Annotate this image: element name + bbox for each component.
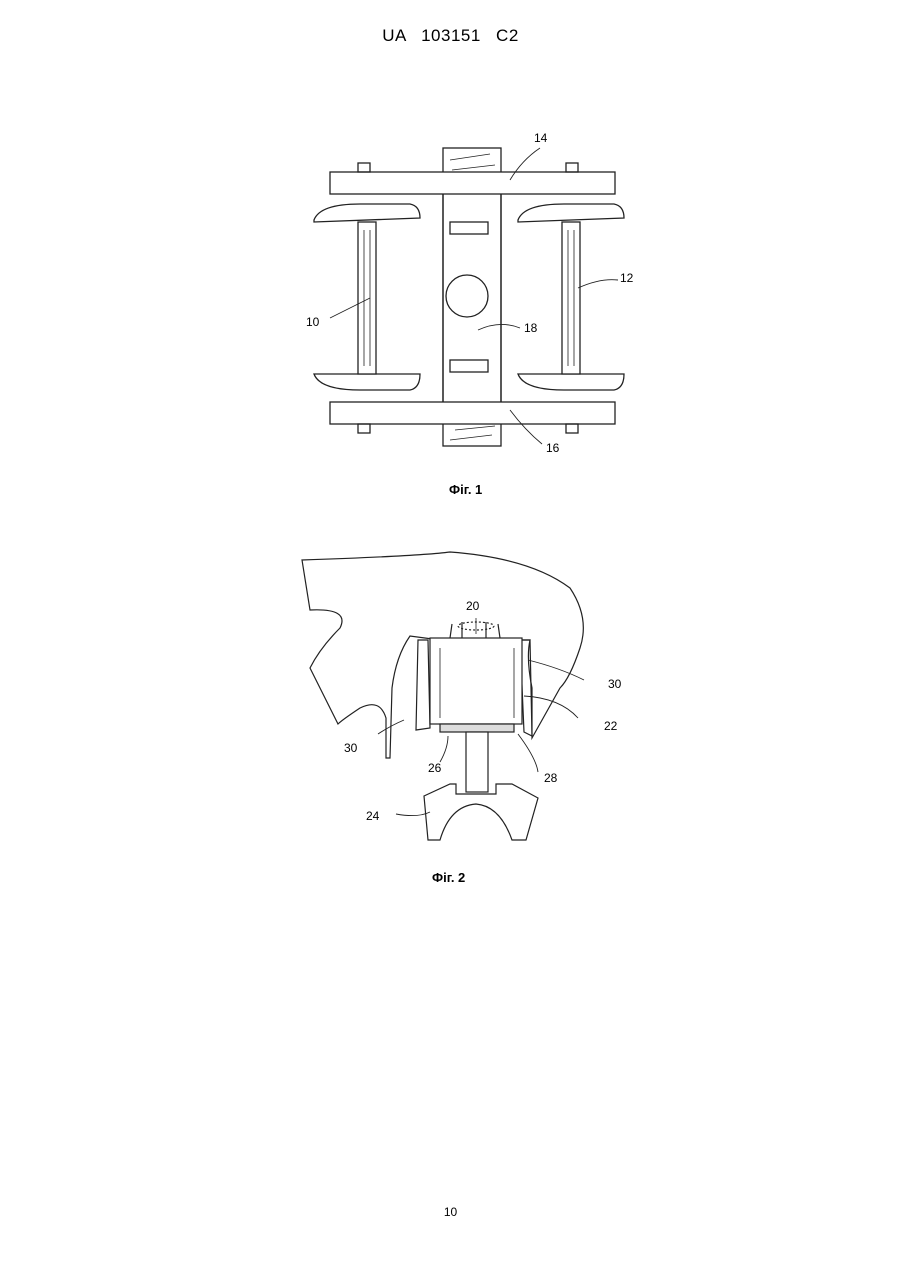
wheel-top-left — [314, 204, 420, 222]
side-frame-bottom — [330, 402, 615, 424]
ref-26: 26 — [428, 761, 442, 775]
wheel-bottom-left — [314, 374, 420, 390]
ref-30-left: 30 — [344, 741, 358, 755]
ref-16: 16 — [546, 441, 560, 455]
pivot-shaft — [466, 732, 488, 792]
wheel-bottom-right — [518, 374, 624, 390]
figure-2-drawing: 20 30 22 30 26 28 24 — [300, 548, 640, 848]
ref-30-right: 30 — [608, 677, 622, 691]
figure-1-caption: Фіг. 1 — [449, 482, 482, 497]
sleeve — [430, 638, 522, 724]
ref-22: 22 — [604, 719, 618, 733]
axle-right — [562, 222, 580, 374]
ref-20: 20 — [466, 599, 480, 613]
figure-1-drawing: 14 12 10 18 16 — [300, 130, 640, 460]
patent-header: UA 103151 C2 — [0, 26, 901, 46]
figure-2-caption: Фіг. 2 — [432, 870, 465, 885]
ref-24: 24 — [366, 809, 380, 823]
page-number: 10 — [0, 1205, 901, 1219]
ref-12: 12 — [620, 271, 634, 285]
wheel-top-right — [518, 204, 624, 222]
ref-18: 18 — [524, 321, 538, 335]
ref-28: 28 — [544, 771, 558, 785]
ref-10: 10 — [306, 315, 320, 329]
axle-left — [358, 222, 376, 374]
side-frame-top — [330, 172, 615, 194]
ref-14: 14 — [534, 131, 548, 145]
